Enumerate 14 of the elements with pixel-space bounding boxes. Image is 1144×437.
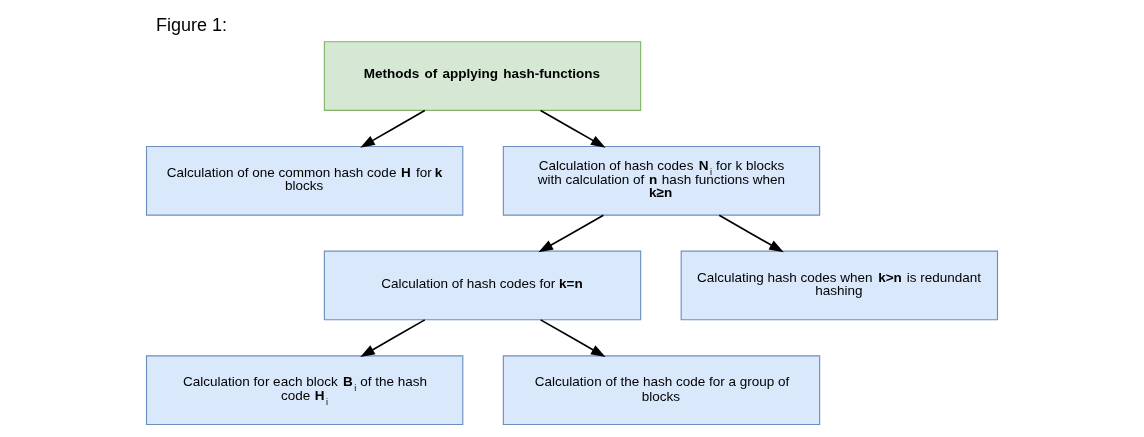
- arrow: [360, 319, 426, 358]
- caption: Figure 1:: [156, 15, 228, 36]
- node-box: Methods of applying hash-functions: [323, 41, 642, 111]
- arrow: [538, 214, 605, 253]
- arrow: [718, 214, 784, 253]
- node-box: Calculation of hash codes N$_{i}$ for k blocks with calculation of n hash functions when k≥n: [502, 145, 821, 216]
- arrow: [360, 109, 426, 148]
- node-box: Calculation of the hash code for a group of blocks: [502, 355, 821, 426]
- node-box: Calculation of one common hash code H for k blocks: [145, 145, 464, 216]
- node-box: Calculation of hash codes for k=n: [323, 250, 642, 321]
- arrow: [539, 109, 606, 148]
- node-box: Calculating hash codes when k>n is redundant hashing: [680, 250, 999, 321]
- node-box: Calculation for each block B$_{i}$ of the hash code H$_{i}$: [145, 355, 464, 426]
- arrow: [539, 319, 606, 358]
